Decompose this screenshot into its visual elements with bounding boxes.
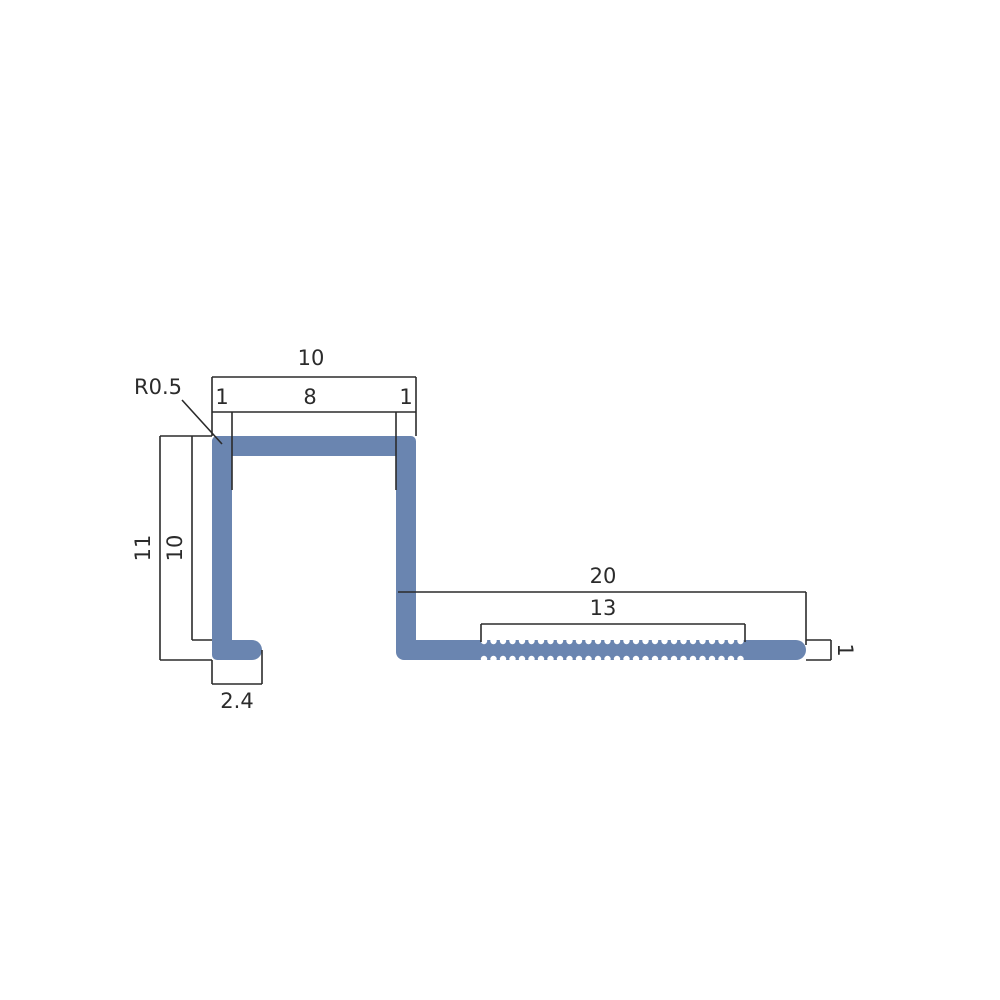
knurl-notch — [556, 637, 564, 645]
knurl-notch — [670, 655, 678, 663]
knurl-notch — [670, 637, 678, 645]
knurl-notch — [575, 637, 583, 645]
knurl-notch — [528, 637, 535, 645]
knurl-notch — [727, 637, 735, 645]
knurl-notch — [528, 655, 535, 663]
knurl-notch — [537, 637, 545, 645]
knurl-notch — [556, 655, 564, 663]
knurl-notch — [727, 655, 735, 663]
knurl-notch — [518, 655, 526, 663]
knurl-notch — [737, 655, 744, 663]
knurl-notch — [632, 637, 640, 645]
label-flange-thickness: 1 — [833, 643, 857, 656]
knurl-notch — [613, 637, 621, 645]
knurl-notch — [689, 655, 697, 663]
knurl-notch — [689, 637, 697, 645]
knurl-notch — [699, 655, 706, 663]
knurl-notch — [651, 637, 659, 645]
knurl-notch — [509, 655, 516, 663]
knurled-teeth — [480, 637, 744, 663]
label-corner-radius: R0.5 — [134, 375, 182, 399]
label-flange-length: 20 — [590, 564, 617, 588]
label-right-wall: 1 — [399, 385, 412, 409]
knurl-notch — [680, 637, 687, 645]
knurl-notch — [490, 637, 497, 645]
knurl-notch — [680, 655, 687, 663]
knurl-notch — [594, 655, 602, 663]
knurl-notch — [718, 637, 725, 645]
knurl-notch — [642, 637, 649, 645]
dimension-labels: 10 1 8 1 R0.5 11 10 2.4 20 13 1 — [131, 346, 857, 713]
knurl-notch — [499, 637, 507, 645]
knurl-notch — [661, 655, 668, 663]
label-foot-width: 2.4 — [220, 689, 253, 713]
knurl-notch — [480, 637, 488, 645]
label-total-width: 10 — [298, 346, 325, 370]
knurl-notch — [509, 637, 516, 645]
label-knurled-length: 13 — [590, 596, 617, 620]
knurl-notch — [604, 655, 611, 663]
knurl-notch — [613, 655, 621, 663]
knurl-notch — [585, 637, 592, 645]
knurl-notch — [661, 637, 668, 645]
knurl-notch — [718, 655, 725, 663]
label-left-wall: 1 — [215, 385, 228, 409]
label-total-height: 11 — [131, 535, 155, 562]
knurl-notch — [547, 637, 554, 645]
knurl-notch — [708, 655, 716, 663]
knurl-notch — [737, 637, 744, 645]
knurl-notch — [708, 637, 716, 645]
knurl-notch — [623, 655, 630, 663]
profile-left-wall — [212, 436, 232, 660]
knurl-notch — [490, 655, 497, 663]
knurl-notch — [585, 655, 592, 663]
knurl-notch — [499, 655, 507, 663]
profile-flange — [396, 640, 806, 660]
profile-top-bar — [212, 436, 416, 456]
knurl-notch — [642, 655, 649, 663]
knurl-notch — [518, 637, 526, 645]
knurl-notch — [537, 655, 545, 663]
knurl-notch — [699, 637, 706, 645]
knurl-notch — [594, 637, 602, 645]
label-inner-width: 8 — [303, 385, 316, 409]
dimension-lines — [159, 376, 832, 685]
knurl-notch — [651, 655, 659, 663]
knurl-notch — [623, 637, 630, 645]
knurl-notch — [604, 637, 611, 645]
knurl-notch — [632, 655, 640, 663]
knurl-notch — [566, 637, 573, 645]
knurl-notch — [547, 655, 554, 663]
profile-right-wall — [396, 436, 416, 660]
profile-shape — [212, 436, 806, 660]
profile-foot — [212, 640, 262, 660]
knurl-notch — [575, 655, 583, 663]
knurl-notch — [480, 655, 488, 663]
knurl-notch — [566, 655, 573, 663]
label-inner-height: 10 — [163, 535, 187, 562]
